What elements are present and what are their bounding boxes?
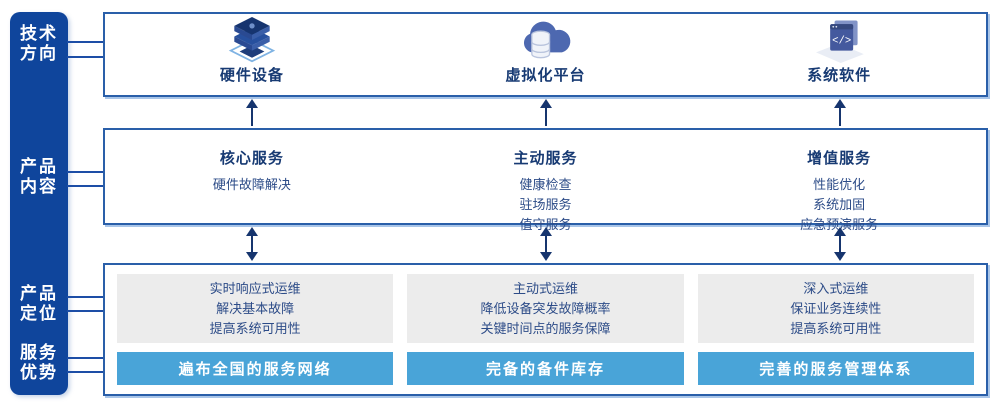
sidebar-label-product-positioning: 产品 定位 [10, 284, 68, 324]
connector-line [67, 296, 104, 298]
positioning-line: 实时响应式运维 [209, 280, 301, 296]
double-arrow [246, 227, 258, 261]
positioning-panel: 实时响应式运维 解决基本故障 提高系统可用性 [117, 274, 394, 344]
positioning-advantage-box: 实时响应式运维 解决基本故障 提高系统可用性 遍布全国的服务网络 主动式运维 降… [103, 263, 988, 396]
positioning-line: 提高系统可用性 [790, 320, 882, 336]
sidebar-label-line: 产品 [20, 284, 58, 303]
positioning-panel: 主动式运维 降低设备突发故障概率 关键时间点的服务保障 [407, 274, 684, 344]
service-item: 应急预演服务 [800, 217, 879, 232]
sidebar-label-line: 定位 [20, 304, 58, 323]
sidebar-label-line: 内容 [20, 177, 58, 196]
service-title: 增值服务 [807, 150, 872, 167]
sidebar-label-tech-direction: 技术 方向 [10, 24, 68, 64]
positioning-line: 降低设备突发故障概率 [480, 300, 611, 316]
connector-line [67, 56, 104, 58]
tech-column-hardware: 硬件设备 [105, 14, 399, 95]
service-item: 值守服务 [519, 217, 572, 232]
positioning-line: 关键时间点的服务保障 [480, 320, 611, 336]
connector-line [67, 371, 104, 373]
bottom-column-3: 深入式运维 保证业务连续性 提高系统可用性 完善的服务管理体系 [697, 274, 974, 385]
service-item: 健康检查 [519, 177, 572, 192]
software-window-icon: </> [809, 17, 869, 63]
positioning-panel: 深入式运维 保证业务连续性 提高系统可用性 [697, 274, 974, 344]
double-arrow [540, 227, 552, 261]
positioning-line: 深入式运维 [803, 280, 869, 296]
tech-column-virtualization: 虚拟化平台 [399, 14, 693, 95]
up-arrow [246, 99, 258, 126]
up-arrow [540, 99, 552, 126]
sidebar-label-line: 技术 [20, 24, 58, 43]
bottom-column-1: 实时响应式运维 解决基本故障 提高系统可用性 遍布全国的服务网络 [117, 274, 394, 385]
tech-column-software: </> 系统软件 [692, 14, 986, 95]
service-title: 核心服务 [219, 150, 284, 167]
service-item: 系统加固 [813, 197, 866, 212]
service-column-core: 核心服务 硬件故障解决 [105, 130, 399, 223]
server-stack-icon [222, 17, 282, 63]
connector-line [67, 171, 104, 173]
tech-label-hardware: 硬件设备 [219, 67, 284, 84]
tech-label-virtualization: 虚拟化平台 [505, 67, 586, 84]
sidebar: 技术 方向 产品 内容 产品 定位 服务 优势 [10, 12, 68, 395]
connector-line [67, 185, 104, 187]
connector-line [67, 41, 104, 43]
product-content-box: 核心服务 硬件故障解决 主动服务 健康检查 驻场服务 值守服务 增值服务 性能优… [103, 128, 988, 232]
up-arrow [834, 99, 846, 126]
sidebar-label-line: 产品 [20, 157, 58, 176]
service-item: 驻场服务 [519, 197, 572, 212]
double-arrow [834, 227, 846, 261]
sidebar-label-line: 优势 [20, 363, 58, 382]
service-column-value-added: 增值服务 性能优化 系统加固 应急预演服务 [692, 130, 986, 232]
advantage-banner: 完善的服务管理体系 [697, 352, 974, 385]
sidebar-label-line: 服务 [20, 343, 58, 362]
tech-direction-box: 硬件设备 虚拟化平台 [103, 12, 988, 97]
positioning-line: 主动式运维 [512, 280, 578, 296]
sidebar-label-service-advantage: 服务 优势 [10, 343, 68, 383]
svg-text:</>: </> [832, 36, 851, 48]
sidebar-label-line: 方向 [20, 44, 58, 63]
advantage-banner: 完备的备件库存 [407, 352, 684, 385]
service-title: 主动服务 [513, 150, 578, 167]
positioning-line: 解决基本故障 [216, 300, 295, 316]
positioning-line: 保证业务连续性 [790, 300, 882, 316]
bottom-column-2: 主动式运维 降低设备突发故障概率 关键时间点的服务保障 完备的备件库存 [407, 274, 684, 385]
sidebar-label-product-content: 产品 内容 [10, 157, 68, 197]
service-column-proactive: 主动服务 健康检查 驻场服务 值守服务 [399, 130, 693, 232]
advantage-banner: 遍布全国的服务网络 [117, 352, 394, 385]
service-item: 性能优化 [813, 177, 866, 192]
cloud-database-icon [516, 17, 576, 63]
connector-line [67, 357, 104, 359]
tech-label-software: 系统软件 [807, 67, 872, 84]
positioning-line: 提高系统可用性 [209, 320, 301, 336]
connector-line [67, 310, 104, 312]
service-item: 硬件故障解决 [212, 177, 291, 192]
